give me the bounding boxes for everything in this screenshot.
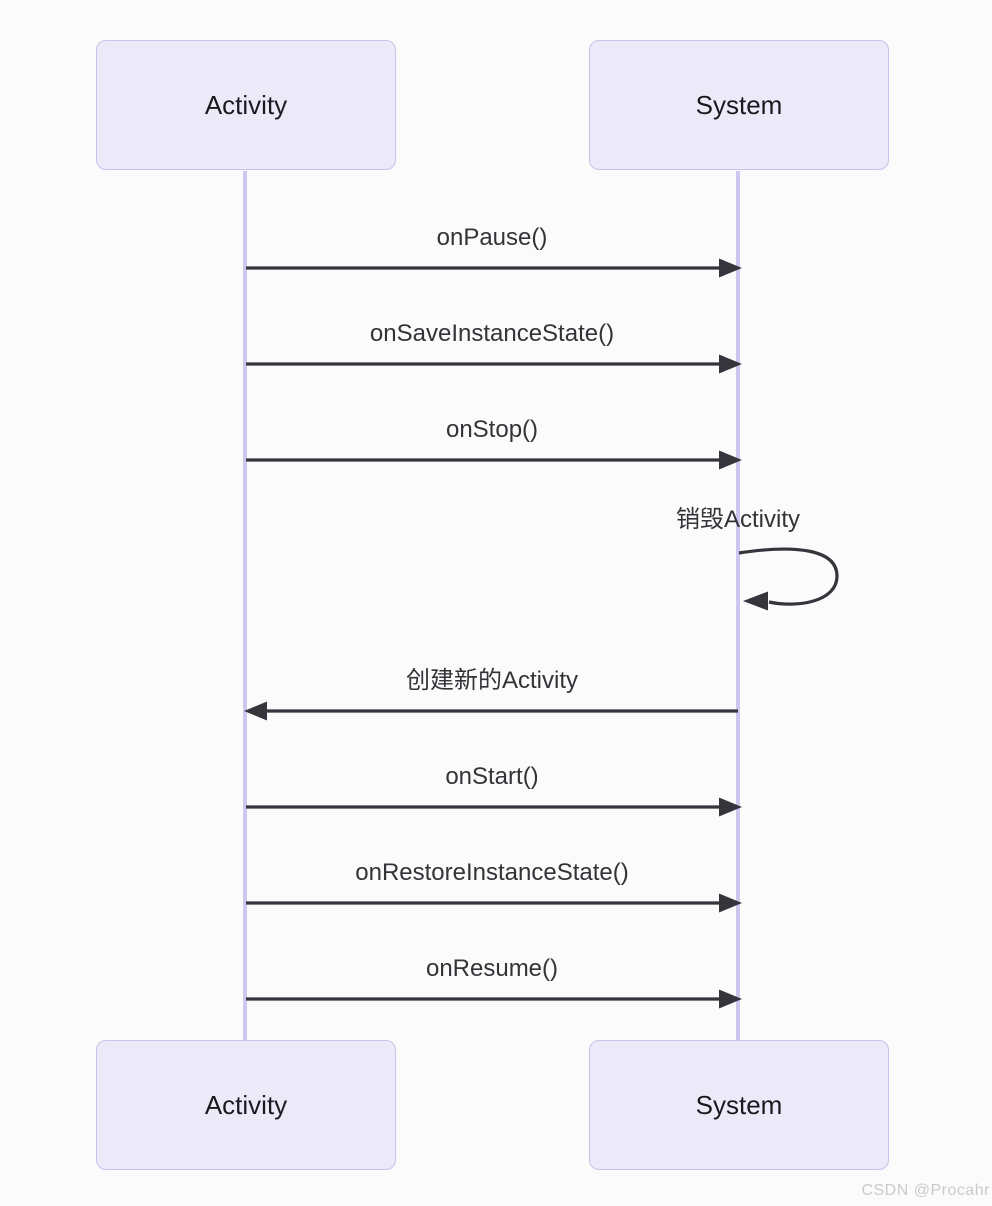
lifeline-system bbox=[736, 171, 740, 1041]
message-label-create-new-activity: 创建新的Activity bbox=[405, 667, 578, 694]
arrowhead-onstart bbox=[719, 797, 742, 817]
participant-system-bottom: System bbox=[589, 1040, 889, 1170]
participant-label: System bbox=[695, 89, 783, 120]
message-label-onresume: onResume() bbox=[425, 955, 559, 982]
watermark: CSDN @Procahr bbox=[861, 1182, 990, 1199]
message-label-onpause: onPause() bbox=[436, 224, 548, 251]
arrowhead-destroy-activity bbox=[743, 591, 768, 611]
participant-activity-bottom: Activity bbox=[96, 1040, 396, 1170]
lifeline-activity bbox=[243, 171, 247, 1041]
participant-label: Activity bbox=[204, 1089, 288, 1120]
message-label-onstart: onStart() bbox=[445, 763, 539, 790]
participant-system-top: System bbox=[589, 40, 889, 170]
message-label-onstop: onStop() bbox=[445, 416, 539, 443]
arrowhead-create-new-activity bbox=[244, 701, 267, 721]
participant-activity-top: Activity bbox=[96, 40, 396, 170]
message-label-destroy-activity: 销毁Activity bbox=[675, 506, 800, 533]
arrowhead-onresume bbox=[719, 989, 742, 1009]
participant-label: Activity bbox=[204, 89, 288, 120]
arrowhead-onpause bbox=[719, 258, 742, 278]
participant-label: System bbox=[695, 1089, 783, 1120]
message-label-onrestoreinstancestate: onRestoreInstanceState() bbox=[355, 859, 629, 886]
self-loop-destroy-activity bbox=[738, 547, 839, 606]
arrowhead-onsaveinstancestate bbox=[719, 354, 742, 374]
arrowhead-onrestoreinstancestate bbox=[719, 893, 742, 913]
arrowhead-onstop bbox=[719, 450, 742, 470]
message-label-onsaveinstancestate: onSaveInstanceState() bbox=[369, 320, 615, 347]
